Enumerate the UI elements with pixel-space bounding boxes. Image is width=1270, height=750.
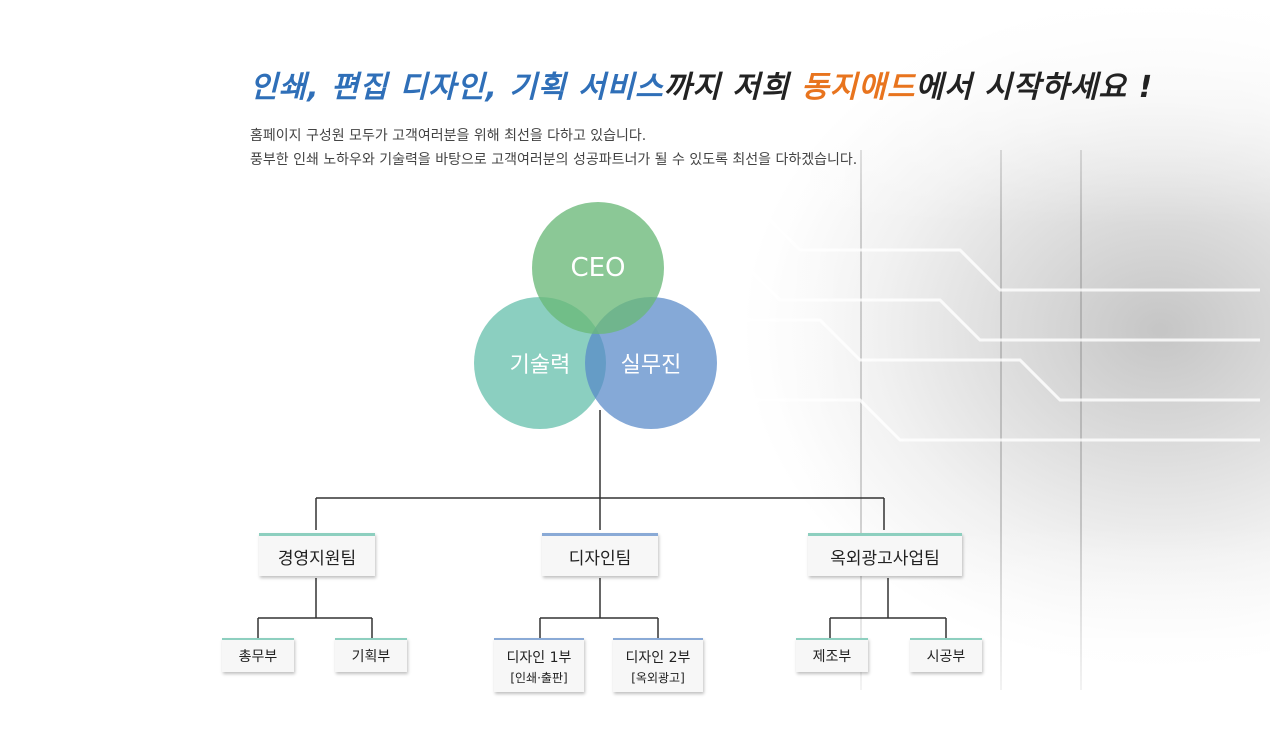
sub-design2-note: [옥외광고]	[631, 670, 685, 685]
headline-services: 인쇄, 편집 디자인, 기획 서비스	[250, 70, 664, 105]
sub-construction-label: 시공부	[926, 649, 966, 665]
sub-design1-label: 디자인 1부	[506, 649, 572, 666]
headline-ending: 에서 시작하세요 !	[915, 70, 1154, 105]
sub-design1: 디자인 1부 [인쇄·출판]	[494, 638, 584, 692]
ceo-circle: CEO	[532, 202, 664, 334]
dept-outdoor: 옥외광고사업팀	[808, 533, 962, 576]
sub-design2: 디자인 2부 [옥외광고]	[613, 638, 703, 692]
intro-text: 홈페이지 구성원 모두가 고객여러분을 위해 최선을 다하고 있습니다. 풍부한…	[250, 124, 857, 172]
headline: 인쇄, 편집 디자인, 기획 서비스까지 저희 동지애드에서 시작하세요 !	[250, 62, 1153, 106]
sub-construction: 시공부	[910, 638, 982, 672]
sub-general-affairs: 총무부	[222, 638, 294, 672]
sub-manufacturing: 제조부	[796, 638, 868, 672]
sub-design1-note: [인쇄·출판]	[510, 670, 568, 685]
dept-management-label: 경영지원팀	[277, 548, 357, 569]
tech-label: 기술력	[509, 353, 571, 378]
sub-planning: 기획부	[335, 638, 407, 672]
sub-general-affairs-label: 총무부	[238, 649, 278, 665]
sub-planning-label: 기획부	[351, 649, 391, 665]
dept-outdoor-label: 옥외광고사업팀	[830, 548, 940, 569]
dept-design-label: 디자인팀	[568, 548, 632, 569]
headline-connector: 까지 저희	[663, 70, 802, 105]
dept-design: 디자인팀	[542, 533, 658, 576]
sub-design2-label: 디자인 2부	[625, 649, 691, 666]
staff-label: 실무진	[620, 353, 682, 378]
sub-manufacturing-label: 제조부	[812, 649, 852, 665]
intro-line-1: 홈페이지 구성원 모두가 고객여러분을 위해 최선을 다하고 있습니다.	[250, 128, 647, 144]
intro-line-2: 풍부한 인쇄 노하우와 기술력을 바탕으로 고객여러분의 성공파트너가 될 수 …	[250, 152, 858, 168]
ceo-label: CEO	[570, 253, 626, 283]
headline-brand: 동지애드	[801, 70, 916, 105]
dept-management: 경영지원팀	[259, 533, 375, 576]
